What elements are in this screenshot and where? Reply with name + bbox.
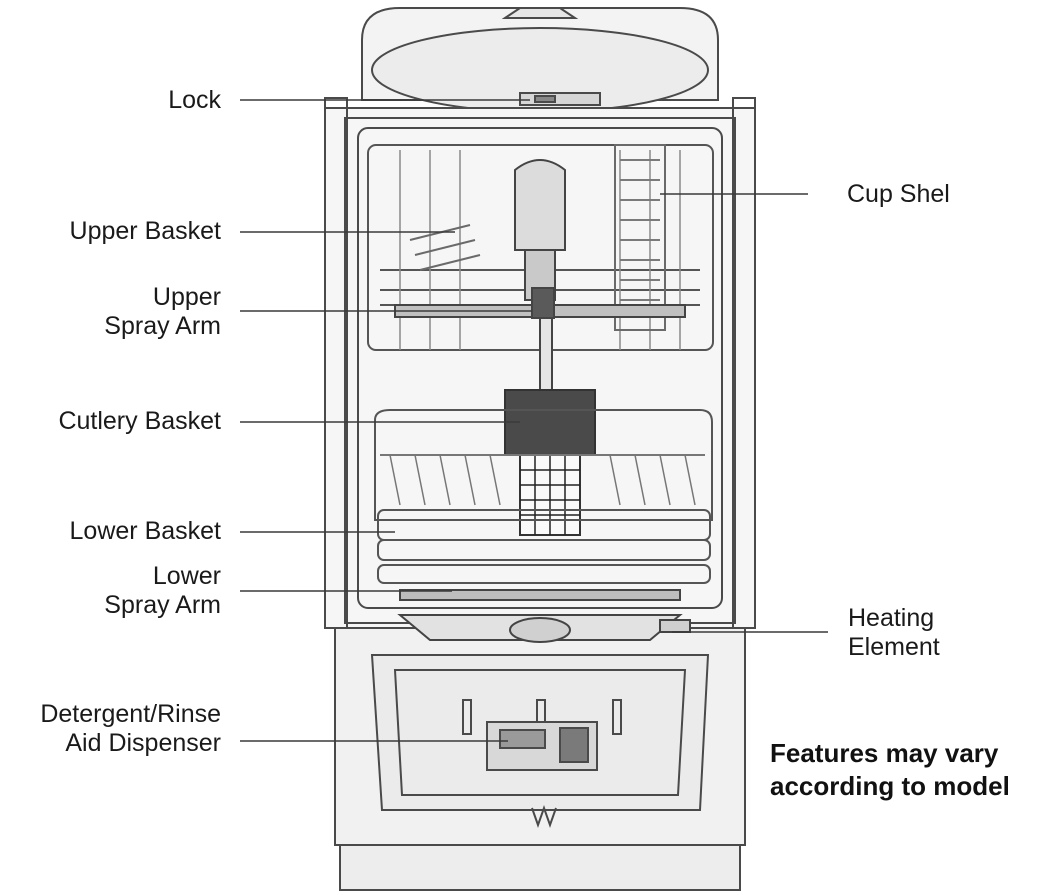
label-upper-spray-arm-line2: Spray Arm [104, 312, 221, 340]
label-upper-basket: Upper Basket [70, 217, 221, 246]
label-lower-spray-arm-line1: Lower [152, 562, 221, 590]
label-cup-shelf-text: Cup Shel [847, 180, 950, 208]
label-cup-shelf: Cup Shel [847, 180, 950, 209]
label-lower-basket-text: Lower Basket [69, 517, 221, 545]
open-door [334, 627, 746, 891]
lower-basket-art [374, 409, 713, 584]
label-detergent-dispenser-line1: Detergent/Rinse [40, 700, 221, 728]
features-note-line2: according to model [770, 771, 1010, 801]
label-lock: Lock [168, 86, 221, 115]
cutlery-basket-art [504, 389, 596, 536]
lower-spray-arm-art [397, 589, 691, 643]
features-note-line1: Features may vary [770, 738, 999, 768]
center-column [394, 159, 686, 399]
label-lower-basket: Lower Basket [70, 517, 221, 546]
label-upper-basket-text: Upper Basket [69, 217, 221, 245]
label-cutlery-basket-text: Cutlery Basket [58, 407, 221, 435]
leader-lines [240, 99, 828, 742]
label-detergent-dispenser-line2: Aid Dispenser [65, 729, 221, 757]
label-lower-spray-arm: Lower Spray Arm [104, 562, 221, 620]
label-heating-element-line1: Heating [848, 604, 935, 632]
tub-top [361, 7, 719, 113]
label-cutlery-basket: Cutlery Basket [58, 407, 221, 436]
label-upper-spray-arm: Upper Spray Arm [104, 283, 221, 341]
label-heating-element-line2: Element [848, 633, 940, 661]
label-lock-text: Lock [168, 86, 221, 114]
features-note: Features may vary according to model [770, 737, 1040, 803]
label-heating-element: Heating Element [848, 604, 940, 662]
label-lower-spray-arm-line2: Spray Arm [104, 591, 221, 619]
lock-latch [519, 92, 601, 106]
label-upper-spray-arm-line1: Upper [152, 283, 221, 311]
label-detergent-dispenser: Detergent/Rinse Aid Dispenser [40, 700, 221, 758]
